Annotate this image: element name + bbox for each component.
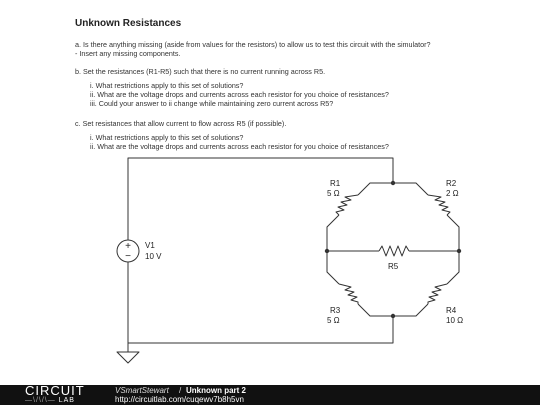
voltage-source-v1[interactable] bbox=[116, 239, 140, 263]
source-minus-sign: − bbox=[125, 251, 131, 262]
resistor-r1[interactable] bbox=[335, 194, 359, 216]
footer-circuit-name[interactable]: Unknown part 2 bbox=[186, 386, 247, 395]
node-left bbox=[324, 248, 330, 254]
wire-r1-top bbox=[357, 182, 393, 196]
question-c-i: i. What restrictions apply to this set o… bbox=[90, 133, 244, 142]
wire-r4-top bbox=[446, 251, 460, 285]
footer-separator: / bbox=[179, 386, 182, 395]
circuitlab-logo-sub: —\/\/\— LAB bbox=[25, 397, 75, 404]
wire-r3-bottom bbox=[357, 303, 393, 317]
resistor-r5[interactable] bbox=[378, 245, 410, 257]
page-title: Unknown Resistances bbox=[75, 18, 182, 29]
question-b-i: i. What restrictions apply to this set o… bbox=[90, 81, 244, 90]
wire-r1-bottom bbox=[326, 214, 340, 251]
wire-r2-top bbox=[393, 182, 429, 196]
r4-label: R4 bbox=[446, 306, 457, 315]
logo-lab: LAB bbox=[58, 397, 75, 404]
r5-label: R5 bbox=[388, 262, 399, 271]
node-bottom bbox=[390, 313, 396, 319]
node-right bbox=[456, 248, 462, 254]
resistor-r3[interactable] bbox=[338, 283, 359, 304]
r3-label: R3 bbox=[330, 306, 341, 315]
wire-bottom bbox=[128, 316, 394, 344]
r4-value: 10 Ω bbox=[446, 316, 463, 325]
question-a-note: - Insert any missing components. bbox=[75, 49, 181, 58]
v1-value: 10 V bbox=[145, 252, 162, 261]
question-c: c. Set resistances that allow current to… bbox=[75, 119, 287, 128]
footer-user-link[interactable]: VSmartStewart bbox=[115, 386, 169, 395]
circuit-schematic: + − V1 10 V R1 5 Ω R2 2 Ω R5 R3 5 Ω R4 1… bbox=[116, 157, 463, 364]
logo-wave: —\/\/\— bbox=[25, 397, 56, 404]
resistor-r2[interactable] bbox=[427, 194, 451, 216]
question-a: a. Is there anything missing (aside from… bbox=[75, 40, 431, 49]
wire-r3-top bbox=[326, 251, 340, 285]
question-c-ii: ii. What are the voltage drops and curre… bbox=[90, 142, 389, 151]
node-top bbox=[390, 180, 396, 186]
wire-top bbox=[127, 157, 394, 240]
question-b: b. Set the resistances (R1-R5) such that… bbox=[75, 67, 326, 76]
wire-r2-bottom bbox=[446, 214, 460, 251]
footer-bar: CIRCUIT —\/\/\— LAB VSmartStewart / Unkn… bbox=[0, 383, 540, 405]
circuitlab-logo[interactable]: CIRCUIT bbox=[25, 383, 85, 398]
v1-label: V1 bbox=[145, 241, 155, 250]
wire-r4-bottom bbox=[393, 303, 429, 317]
r1-value: 5 Ω bbox=[327, 189, 340, 198]
footer-url-link[interactable]: http://circuitlab.com/cuqewv7b8h5vn bbox=[115, 395, 244, 404]
ground-symbol bbox=[116, 351, 140, 364]
resistor-r4[interactable] bbox=[427, 283, 448, 304]
question-b-ii: ii. What are the voltage drops and curre… bbox=[90, 90, 389, 99]
r1-label: R1 bbox=[330, 179, 341, 188]
question-b-iii: iii. Could your answer to ii change whil… bbox=[90, 99, 334, 108]
r2-label: R2 bbox=[446, 179, 457, 188]
source-plus-sign: + bbox=[125, 241, 131, 252]
r2-value: 2 Ω bbox=[446, 189, 459, 198]
r3-value: 5 Ω bbox=[327, 316, 340, 325]
